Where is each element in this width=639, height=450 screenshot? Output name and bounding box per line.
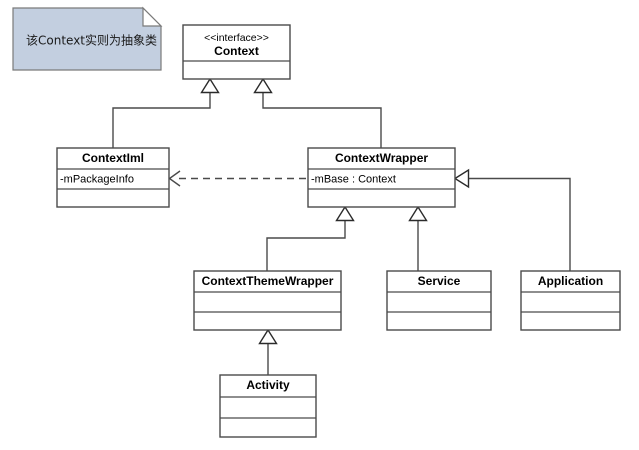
generalization-line-contextiml — [112, 92, 211, 148]
class-box-context-rect — [182, 24, 291, 80]
relation-application-to-contextwrapper — [453, 168, 571, 271]
class-application-name: Application — [538, 274, 603, 288]
generalization-arrowhead-activity — [258, 328, 278, 345]
dependency-arrowhead-contextiml — [168, 170, 181, 187]
generalization-arrowhead-service — [408, 205, 428, 222]
class-box-service[interactable]: Service — [386, 270, 492, 331]
relation-contextiml-to-context — [112, 77, 220, 148]
class-box-activity[interactable]: Activity — [219, 374, 317, 438]
generalization-arrowhead-contextwrapper — [253, 77, 273, 94]
generalization-line-contextthemewrapper — [266, 220, 346, 271]
class-context-stereotype: <<interface>> — [204, 32, 269, 44]
generalization-arrowhead-contextthemewrapper — [335, 205, 355, 222]
note-abstract-class: 该Context实则为抽象类 — [12, 6, 163, 71]
relation-contextwrapper-to-context — [253, 77, 382, 148]
generalization-line-contextwrapper — [262, 92, 382, 148]
generalization-arrowhead-contextiml — [200, 77, 220, 94]
relation-contextthemewrapper-to-contextwrapper — [266, 205, 355, 271]
class-box-contextiml[interactable]: ContextIml -mPackageInfo — [56, 147, 170, 208]
class-contextwrapper-name: ContextWrapper — [335, 151, 428, 165]
class-box-contextwrapper-rect — [307, 147, 456, 208]
note-shape — [12, 7, 162, 71]
relation-contextwrapper-to-contextiml — [168, 170, 306, 187]
relation-activity-to-contextthemewrapper — [258, 328, 278, 375]
class-contextiml-name: ContextIml — [82, 151, 144, 165]
class-contextthemewrapper-name: ContextThemeWrapper — [202, 274, 334, 288]
class-box-contextiml-rect — [56, 147, 170, 208]
class-box-activity-rect — [219, 374, 317, 438]
class-box-contextthemewrapper[interactable]: ContextThemeWrapper — [193, 270, 342, 331]
generalization-line-application — [468, 177, 571, 271]
note-fold-corner — [142, 6, 163, 27]
class-activity-name: Activity — [246, 378, 290, 392]
class-box-service-rect — [386, 270, 492, 331]
class-contextiml-attribute: -mPackageInfo — [60, 173, 134, 185]
note-text: 该Context实则为抽象类 — [26, 33, 157, 48]
class-box-contextthemewrapper-rect — [193, 270, 342, 331]
class-service-name: Service — [418, 274, 461, 288]
class-box-application[interactable]: Application — [520, 270, 621, 331]
class-context-name: Context — [214, 44, 259, 58]
class-box-context[interactable]: <<interface>> Context — [182, 24, 291, 80]
class-contextwrapper-attribute: -mBase : Context — [311, 173, 396, 185]
class-box-application-rect — [520, 270, 621, 331]
class-box-contextwrapper[interactable]: ContextWrapper -mBase : Context — [307, 147, 456, 208]
relation-service-to-contextwrapper — [408, 205, 428, 271]
generalization-arrowhead-application — [453, 168, 470, 189]
